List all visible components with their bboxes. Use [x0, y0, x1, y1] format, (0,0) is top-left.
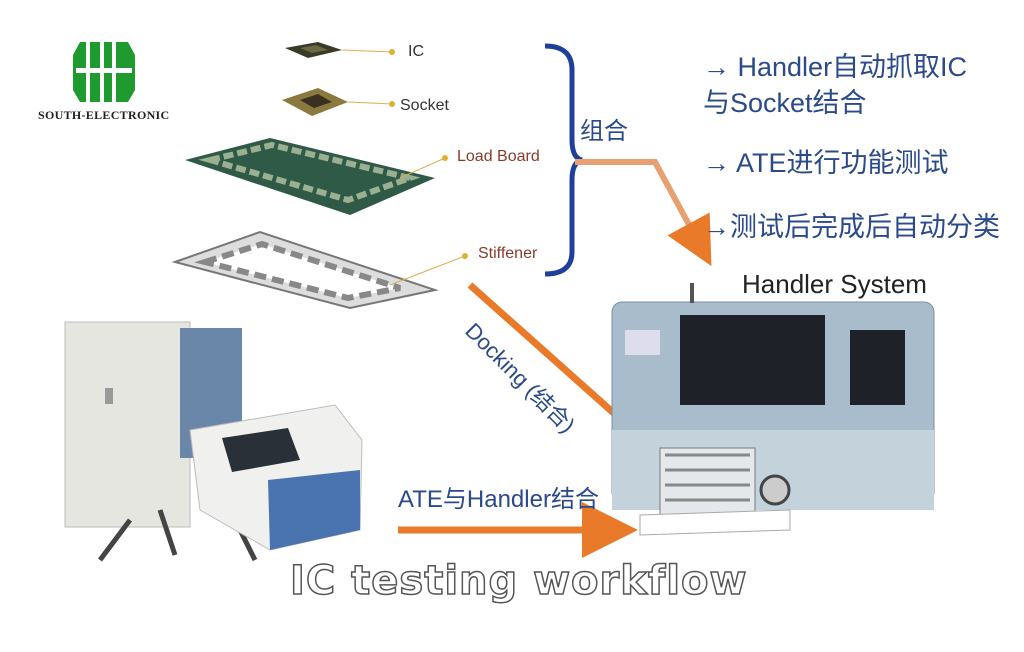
stiffener-image: [171, 230, 439, 310]
step-3: →测试后完成后自动分类: [703, 212, 1000, 242]
step-1-cont: 与Socket结合: [703, 88, 867, 118]
page-title: IC testing workflow: [289, 557, 748, 605]
logo-icon: [73, 42, 135, 102]
socket-label: Socket: [400, 97, 449, 114]
combine-label: 组合: [580, 118, 628, 145]
handler-system-label: Handler System: [742, 269, 927, 299]
load-board-label: Load Board: [457, 148, 540, 165]
ate-handler-label: ATE与Handler结合: [398, 486, 599, 513]
stiffener-label: Stiffener: [478, 245, 538, 262]
ic-label: IC: [408, 43, 424, 60]
ic-chip-image: [285, 42, 342, 58]
socket-image: [282, 88, 348, 116]
step-1: → Handler自动抓取IC: [703, 52, 968, 82]
brand-name: SOUTH-ELECTRONIC: [38, 108, 170, 122]
ate-machine-image: [64, 321, 363, 562]
combine-arrow: [575, 159, 712, 267]
load-board-image: [185, 138, 435, 215]
step-2: → ATE进行功能测试: [703, 148, 949, 178]
handler-machine-image: [611, 283, 935, 536]
